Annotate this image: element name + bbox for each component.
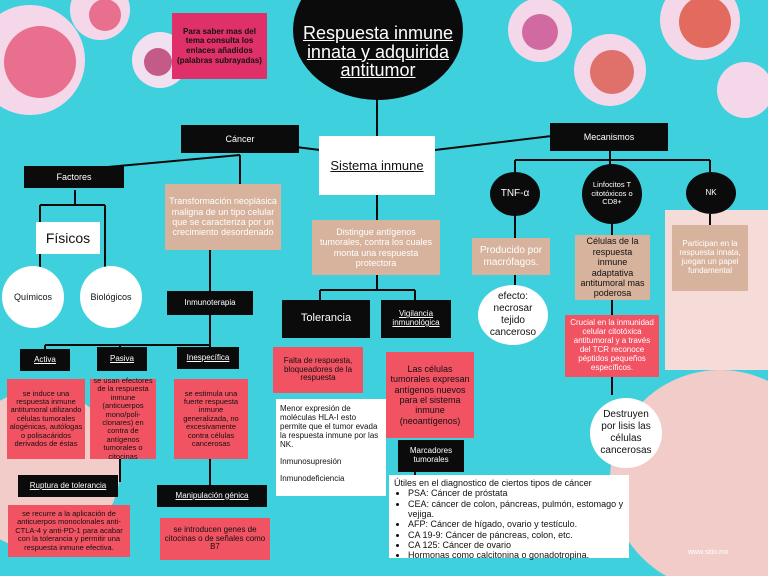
links-note: Para saber mas del tema consulta los enl… (172, 13, 267, 79)
manipulacion-node[interactable]: Manipulación génica (157, 485, 267, 507)
tolerancia-causa: Falta de respuesta, bloqueadores de la r… (273, 347, 363, 393)
manipulacion-desc: se introducen genes de citocinas o de se… (160, 518, 270, 560)
marcador-item: AFP: Cáncer de hígado, ovario y testícul… (408, 519, 624, 529)
pasiva-node[interactable]: Pasiva (97, 347, 147, 371)
inmunoterapia-node: Inmunoterapia (167, 291, 253, 315)
marcador-item: CEA: cáncer de colon, páncreas, pulmón, … (408, 499, 624, 520)
vigilancia-node[interactable]: Vigilancia inmunológica (381, 300, 451, 338)
cell-illustration-top-right (508, 0, 768, 118)
page-title: Respuesta inmune innata y adquirida anti… (302, 22, 454, 81)
ruptura-node[interactable]: Ruptura de tolerancia (18, 475, 118, 497)
linfocitos-node: Linfocitos T citotóxicos o CD8+ (582, 164, 642, 224)
nk-desc: Participan en la respuesta innata, juega… (672, 225, 748, 291)
biologicos-node: Biológicos (80, 266, 142, 328)
linfocitos-crucial: Crucial en la inmunidad celular citotóxi… (565, 315, 659, 377)
tnf-efecto: efecto: necrosar tejido canceroso (478, 285, 548, 345)
tnf-desc: Producido por macrófagos. (472, 238, 550, 275)
watermark: www.sitio.mx (688, 549, 729, 556)
linfocitos-desc: Células de la respuesta inmune adaptativ… (575, 235, 650, 300)
marcador-item: PSA: Cáncer de próstata (408, 488, 624, 498)
cancer-node: Cáncer (181, 125, 299, 153)
marcadores-node: Marcadores tumorales (398, 440, 464, 472)
activa-node[interactable]: Activa (20, 349, 70, 371)
nk-node: NK (686, 172, 736, 214)
activa-desc: se induce una respuesta inmune antitumor… (7, 379, 85, 459)
marcadores-list: PSA: Cáncer de próstata CEA: cáncer de c… (394, 488, 624, 560)
inespecifica-desc: se estimula una fuerte respuesta inmune … (174, 379, 248, 459)
pasiva-desc: se usan efectores de la respuesta inmune… (90, 376, 156, 460)
inmunosupresion-label: Inmunosupresión (280, 456, 342, 466)
linfocitos-destruyen: Destruyen por lisis las células canceros… (590, 398, 662, 468)
central-label: Sistema inmune (330, 158, 424, 173)
sistema-desc: Distingue antígenos tumorales, contra lo… (312, 220, 440, 275)
central-node[interactable]: Sistema inmune (319, 136, 435, 195)
fisicos-node: Físicos (36, 222, 100, 254)
inespecifica-node[interactable]: Inespecífica (177, 347, 239, 369)
vigilancia-desc: Las células tumorales expresan antígenos… (386, 352, 474, 438)
ruptura-desc: se recurre a la aplicación de anticuerpo… (8, 505, 130, 557)
utiles-title: Útiles en el diagnostico de ciertos tipo… (394, 478, 592, 488)
tnf-node: TNF-α (490, 172, 540, 216)
marcadores-list-box: Útiles en el diagnostico de ciertos tipo… (389, 475, 629, 560)
marcador-item: Hormonas como calcitonina o gonadotropin… (408, 550, 624, 560)
mecanismos-node: Mecanismos (550, 123, 668, 151)
marcador-item: CA 125: Cáncer de ovario (408, 540, 624, 550)
tolerancia-detalle-box: Menor expresión de moléculas HLA-I esto … (276, 399, 386, 496)
tolerancia-node: Tolerancia (282, 300, 370, 338)
factores-node: Factores (24, 166, 124, 188)
cancer-definition: Transformación neoplásica maligna de un … (165, 184, 281, 250)
quimicos-node: Químicos (2, 266, 64, 328)
inmunodeficiencia-label: Inmunodeficiencia (280, 473, 345, 483)
marcador-item: CA 19-9: Cáncer de páncreas, colon, etc. (408, 530, 624, 540)
tolerancia-detalle: Menor expresión de moléculas HLA-I esto … (280, 404, 379, 449)
cell-illustration-top-left (0, 0, 188, 115)
